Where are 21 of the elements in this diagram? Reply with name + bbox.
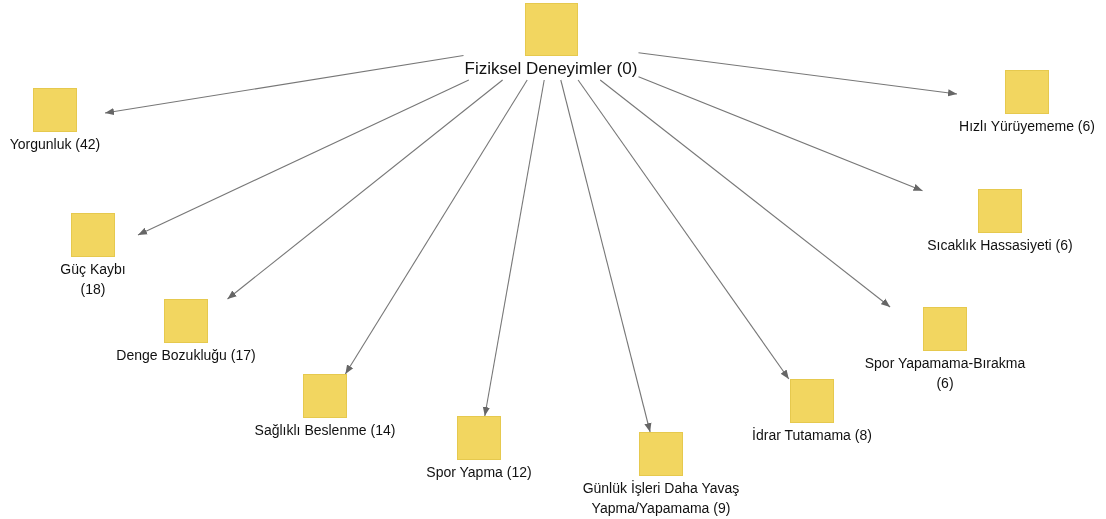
node-label: Denge Bozukluğu (17) — [116, 346, 256, 365]
node-label: Spor Yapma (12) — [426, 463, 532, 482]
node-label: Hızlı Yürüyememe (6) — [959, 117, 1095, 136]
arrow — [637, 76, 924, 192]
node-label: Spor Yapamama-Bırakma (6) — [863, 354, 1027, 393]
node-label: Sağlıklı Beslenme (14) — [254, 421, 396, 440]
node-label: Günlük İşleri Daha Yavaş Yapma/Yapamama (9) — [581, 479, 741, 518]
arrow — [637, 52, 958, 97]
arrow — [137, 79, 470, 236]
arrow — [226, 79, 504, 300]
node-label: Fiziksel Deneyimler (0) — [464, 58, 638, 80]
node-label: İdrar Tutamama (8) — [752, 426, 872, 445]
node-label: Güç Kaybı (18) — [59, 260, 127, 299]
arrow — [560, 79, 652, 433]
arrow — [104, 54, 465, 116]
arrow — [482, 79, 545, 417]
arrow — [577, 79, 790, 380]
arrow — [599, 79, 891, 308]
node-label: Sıcaklık Hassasiyeti (6) — [927, 236, 1073, 255]
arrow — [344, 79, 528, 375]
node-label: Yorgunluk (42) — [9, 135, 101, 154]
